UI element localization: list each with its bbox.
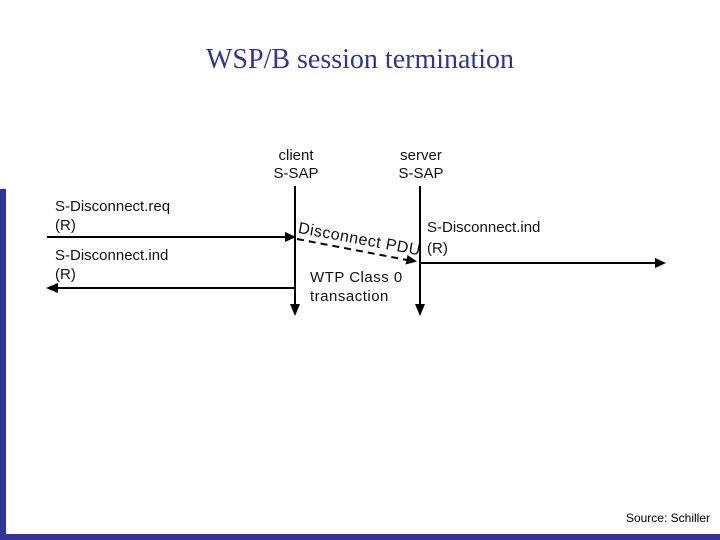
slide-bottom-border (0, 534, 720, 540)
s-disconnect-ind-left-arrow (46, 283, 295, 293)
client-role-label: client (278, 147, 314, 164)
client-sap-label: S-SAP (273, 165, 319, 182)
s-disconnect-ind-right-param: (R) (427, 240, 448, 257)
client-lifeline (290, 186, 300, 316)
s-disconnect-req-label: S-Disconnect.req (55, 198, 171, 215)
s-disconnect-req-arrow (47, 232, 296, 242)
slide-title: WSP/B session termination (206, 44, 514, 75)
wtp-class-note-line2: transaction (310, 288, 389, 305)
s-disconnect-ind-right-arrow (421, 258, 666, 268)
source-note: Source: Schiller (625, 511, 710, 525)
server-role-label: server (400, 147, 442, 164)
s-disconnect-ind-left-label: S-Disconnect.ind (55, 247, 169, 264)
server-sap-label: S-SAP (398, 165, 444, 182)
s-disconnect-req-param: (R) (55, 217, 76, 234)
slide-left-border (0, 189, 6, 540)
server-lifeline (415, 186, 425, 316)
disconnect-pdu-dashed-arrow (296, 238, 417, 265)
s-disconnect-ind-right-label: S-Disconnect.ind (427, 219, 541, 236)
s-disconnect-ind-left-param: (R) (55, 266, 76, 283)
wtp-class-note-line1: WTP Class 0 (310, 269, 403, 286)
